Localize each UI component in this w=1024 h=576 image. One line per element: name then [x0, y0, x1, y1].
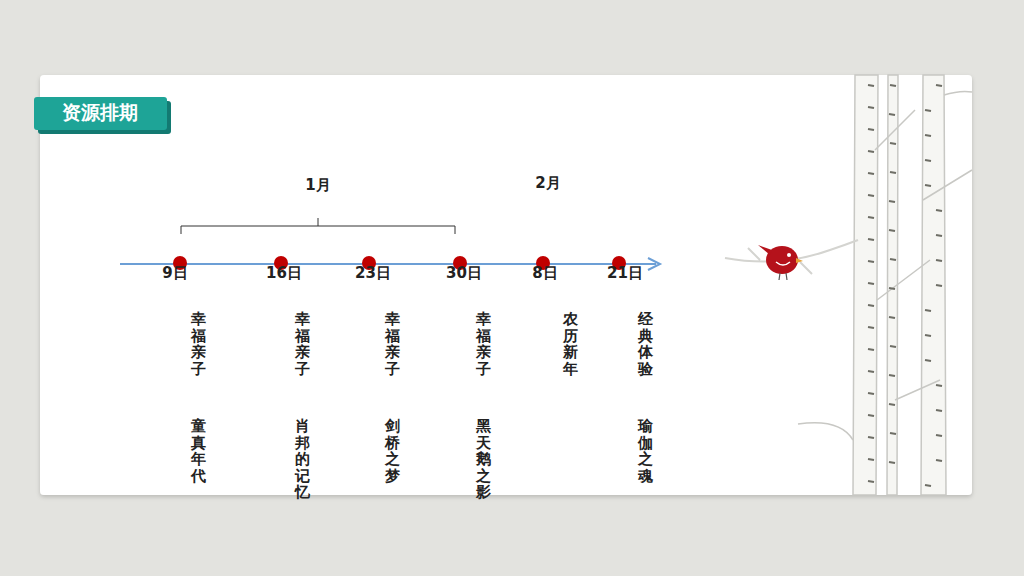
bark-mark — [868, 217, 874, 218]
bark-mark — [868, 85, 874, 86]
timeline-dots — [173, 256, 626, 270]
card — [40, 75, 972, 495]
month-label: 2月 — [535, 174, 560, 193]
bark-mark — [925, 335, 931, 336]
bark-mark — [936, 235, 942, 236]
date-label: 8日 — [532, 264, 557, 283]
bark-mark — [868, 327, 874, 328]
bark-mark — [868, 481, 874, 482]
bark-mark — [868, 415, 874, 416]
title-tab — [34, 97, 167, 130]
bark-mark — [925, 485, 931, 486]
bark-mark — [868, 151, 874, 152]
bark-mark — [868, 393, 874, 394]
bark-mark — [868, 173, 874, 174]
bark-mark — [868, 195, 874, 196]
bark-mark — [889, 114, 895, 115]
event-label: 农历新年 — [563, 311, 578, 377]
bark-mark — [868, 283, 874, 284]
bark-mark — [925, 360, 931, 361]
bark-mark — [890, 85, 896, 86]
bark-mark — [890, 143, 896, 144]
bark-mark — [889, 462, 895, 463]
bark-mark — [868, 261, 874, 262]
bark-mark — [889, 375, 895, 376]
bark-mark — [925, 310, 931, 311]
bark-mark — [936, 385, 942, 386]
bark-mark — [868, 107, 874, 108]
bark-mark — [868, 437, 874, 438]
date-label: 30日 — [446, 264, 482, 283]
event-label: 肖邦的记忆 — [295, 418, 310, 501]
bark-mark — [868, 371, 874, 372]
date-label: 9日 — [162, 264, 187, 283]
bark-mark — [868, 129, 874, 130]
bark-mark — [936, 210, 942, 211]
bark-mark — [868, 349, 874, 350]
slide-title: 资源排期 — [62, 100, 138, 126]
event-label: 幸福亲子 — [191, 311, 206, 377]
axis-arrow — [648, 258, 660, 270]
bark-mark — [925, 110, 931, 111]
date-label: 21日 — [607, 264, 643, 283]
event-label: 幸福亲子 — [385, 311, 400, 377]
bird — [758, 245, 803, 280]
event-label: 瑜伽之魂 — [638, 418, 653, 484]
date-label: 23日 — [355, 264, 391, 283]
month-label: 1月 — [305, 176, 330, 195]
event-label: 剑桥之梦 — [385, 418, 400, 484]
bark-mark — [925, 135, 931, 136]
event-label: 黑天鹅之影 — [476, 418, 491, 501]
bark-mark — [925, 185, 931, 186]
event-label: 经典体验 — [638, 311, 653, 377]
bark-mark — [890, 172, 896, 173]
bark-mark — [868, 239, 874, 240]
bark-mark — [890, 346, 896, 347]
bark-mark — [889, 201, 895, 202]
bark-mark — [889, 288, 895, 289]
month-bracket — [181, 218, 455, 234]
event-label: 童真年代 — [191, 418, 206, 484]
bark-mark — [868, 305, 874, 306]
date-label: 16日 — [266, 264, 302, 283]
bark-mark — [936, 285, 942, 286]
bark-mark — [889, 230, 895, 231]
bark-mark — [936, 435, 942, 436]
bark-mark — [890, 433, 896, 434]
bark-mark — [936, 85, 942, 86]
bark-mark — [868, 459, 874, 460]
bark-marks — [868, 85, 942, 486]
bark-mark — [890, 259, 896, 260]
bark-mark — [936, 460, 942, 461]
event-label: 幸福亲子 — [476, 311, 491, 377]
bark-mark — [925, 160, 931, 161]
event-label: 幸福亲子 — [295, 311, 310, 377]
bark-mark — [936, 260, 942, 261]
bark-mark — [889, 317, 895, 318]
bark-mark — [889, 404, 895, 405]
bark-mark — [936, 410, 942, 411]
birch-trees — [725, 75, 972, 495]
